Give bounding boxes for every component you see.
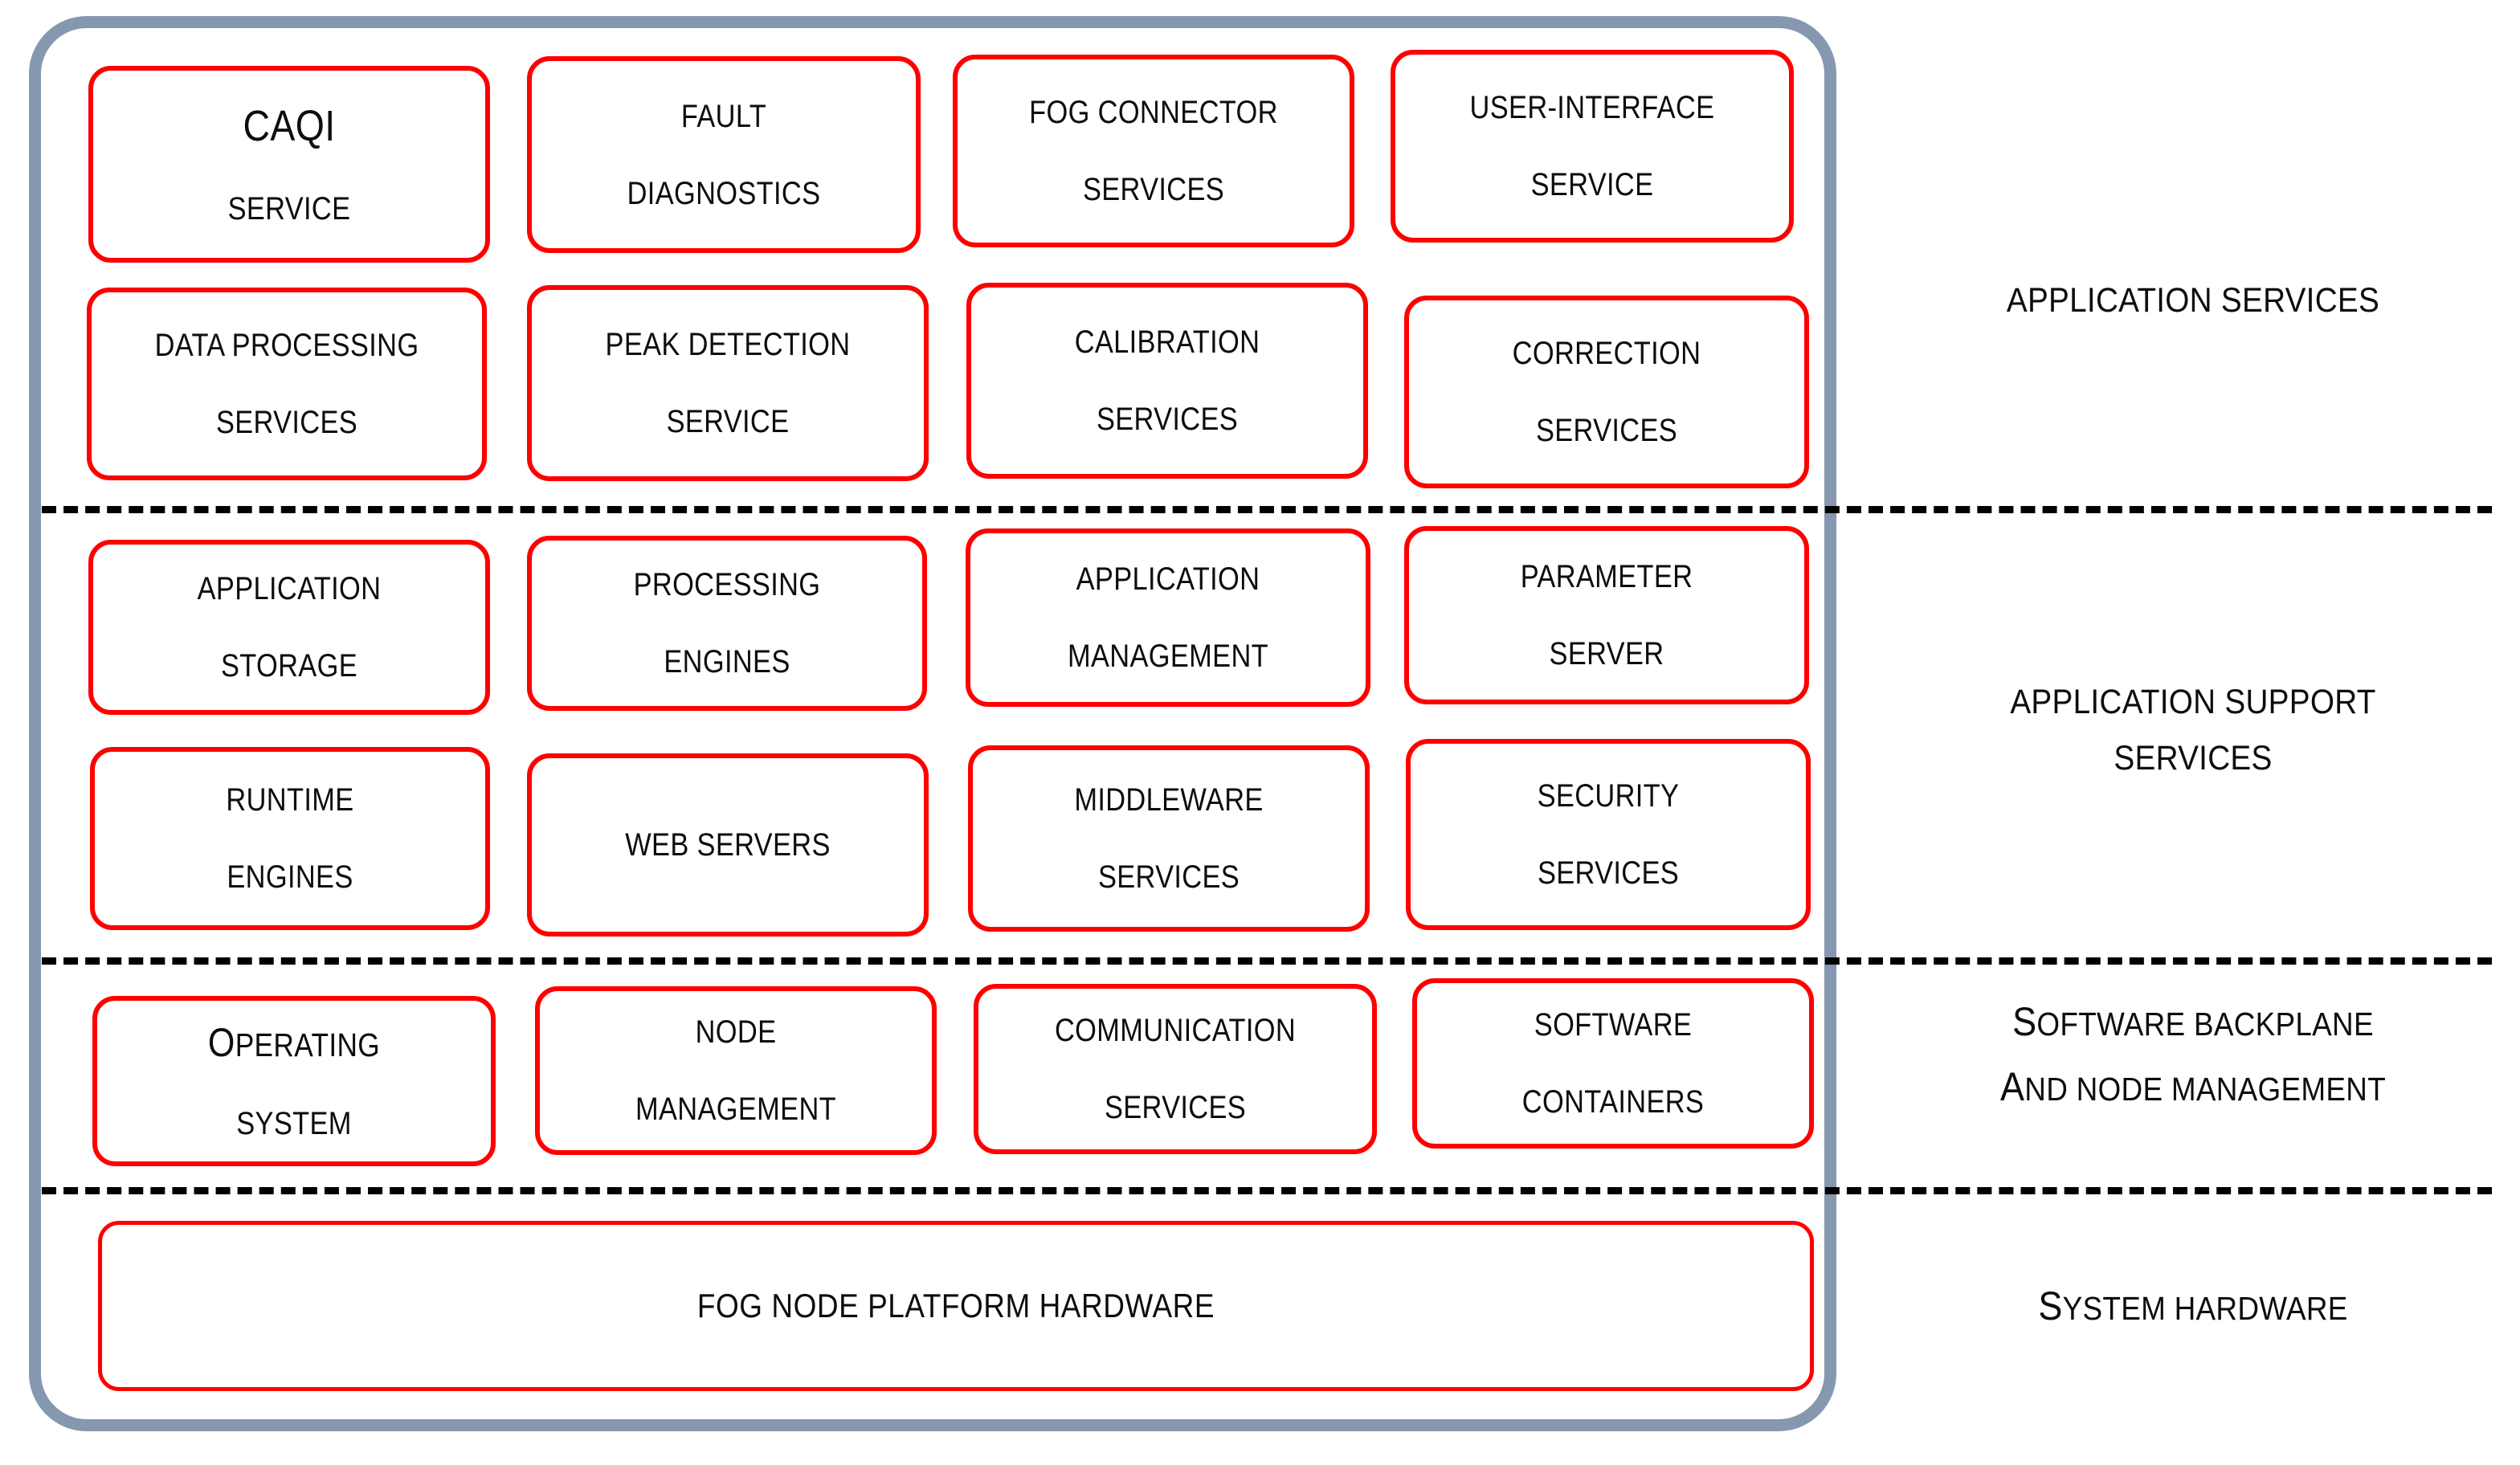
service-box-line-1: CAQI <box>243 101 336 150</box>
band-caption-application-support-services: APPLICATION SUPPORT SERVICES <box>1912 675 2474 786</box>
service-box-line-2: SERVICES <box>1082 172 1225 207</box>
service-box-line-2: STORAGE <box>220 648 357 684</box>
service-box-application-management[interactable]: APPLICATION MANAGEMENT <box>966 528 1370 707</box>
service-box-fault-diagnostics[interactable]: FAULT DIAGNOSTICS <box>527 56 921 253</box>
service-box-line-2: SERVICE <box>666 404 790 439</box>
service-box-line-2: CONTAINERS <box>1521 1084 1705 1120</box>
service-box-caqi-service[interactable]: CAQI SERVICE <box>88 66 490 263</box>
band-separator-1 <box>42 506 2492 513</box>
service-box-line-1: OPERATING <box>125 1022 463 1063</box>
service-box-parameter-server[interactable]: PARAMETER SERVER <box>1404 526 1809 704</box>
service-box-peak-detection-service[interactable]: PEAK DETECTION SERVICE <box>527 285 929 481</box>
service-box-operating-system[interactable]: OPERATING SYSTEM <box>92 996 496 1166</box>
service-box-runtime-engines[interactable]: RUNTIME ENGINES <box>90 747 490 930</box>
service-box-line-1: APPLICATION <box>197 571 382 606</box>
operating-system-initial: O <box>207 1020 235 1065</box>
caption-rest: ND NODE MANAGEMENT <box>2024 1071 2387 1108</box>
band-caption-line-1: SOFTWARE BACKPLANE <box>1940 990 2446 1055</box>
hardware-box-label: FOG NODE PLATFORM HARDWARE <box>696 1287 1215 1324</box>
service-box-line-1: USER-INTERFACE <box>1469 90 1715 125</box>
service-box-data-processing-services[interactable]: DATA PROCESSING SERVICES <box>87 288 487 480</box>
service-box-user-interface-service[interactable]: USER-INTERFACE SERVICE <box>1391 50 1794 243</box>
band-separator-3 <box>42 1187 2492 1194</box>
service-box-node-management[interactable]: NODE MANAGEMENT <box>535 986 937 1155</box>
service-box-line-1: NODE <box>695 1014 777 1050</box>
service-box-line-1: CALIBRATION <box>1074 324 1260 360</box>
service-box-line-2: MANAGEMENT <box>635 1092 836 1127</box>
service-box-line-2: SYSTEM <box>236 1106 352 1141</box>
service-box-line-1: RUNTIME <box>226 782 354 818</box>
service-box-line-1: DATA PROCESSING <box>154 328 419 363</box>
service-box-line-2: MANAGEMENT <box>1068 639 1268 674</box>
service-box-line-2: SERVICE <box>1530 167 1654 202</box>
service-box-line-2: ENGINES <box>664 644 790 679</box>
service-box-processing-engines[interactable]: PROCESSING ENGINES <box>527 536 927 711</box>
service-box-calibration-services[interactable]: CALIBRATION SERVICES <box>966 283 1368 479</box>
service-box-line-2: SERVICES <box>1097 859 1240 895</box>
service-box-middleware-services[interactable]: MIDDLEWARE SERVICES <box>968 745 1370 932</box>
service-box-line-2: SERVICE <box>227 190 351 226</box>
service-box-software-containers[interactable]: SOFTWARE CONTAINERS <box>1412 978 1814 1149</box>
service-box-line-1: CORRECTION <box>1512 336 1701 371</box>
service-box-application-storage[interactable]: APPLICATION STORAGE <box>88 540 490 715</box>
band-caption-line-1: APPLICATION SERVICES <box>2006 281 2380 320</box>
service-box-line-1: FOG CONNECTOR <box>1029 95 1278 130</box>
service-box-line-2: DIAGNOSTICS <box>627 175 821 211</box>
service-box-line-1: SECURITY <box>1537 778 1680 814</box>
band-caption-software-backplane-and-node-management: SOFTWARE BACKPLANE AND NODE MANAGEMENT <box>1912 990 2474 1120</box>
band-caption-line-1: SYSTEM HARDWARE <box>1940 1274 2446 1339</box>
service-box-line-2: SERVICES <box>215 405 358 440</box>
service-box-line-2: SERVICES <box>1096 402 1239 437</box>
service-box-security-services[interactable]: SECURITY SERVICES <box>1406 739 1811 930</box>
service-box-line-1: MIDDLEWARE <box>1074 782 1264 818</box>
band-caption-line-2: AND NODE MANAGEMENT <box>1940 1055 2446 1120</box>
caption-initial: S <box>2038 1283 2063 1328</box>
band-caption-system-hardware: SYSTEM HARDWARE <box>1912 1274 2474 1339</box>
service-box-line-1: PROCESSING <box>633 567 821 602</box>
service-box-line-1: APPLICATION <box>1076 561 1260 597</box>
hardware-box-fog-node-platform-hardware[interactable]: FOG NODE PLATFORM HARDWARE <box>98 1221 1814 1391</box>
band-caption-line-1: APPLICATION SUPPORT <box>2010 683 2376 721</box>
service-box-line-2: SERVER <box>1549 636 1664 671</box>
service-box-line-1: WEB SERVERS <box>625 827 831 863</box>
service-box-line-1: FAULT <box>680 98 767 134</box>
caption-rest: OFTWARE BACKPLANE <box>2036 1006 2374 1043</box>
fog-node-outer-frame <box>29 16 1836 1431</box>
service-box-correction-services[interactable]: CORRECTION SERVICES <box>1404 296 1809 488</box>
service-box-fog-connector-services[interactable]: FOG CONNECTOR SERVICES <box>953 55 1354 247</box>
service-box-line-2: SERVICES <box>1104 1090 1247 1125</box>
service-box-web-servers[interactable]: WEB SERVERS <box>527 753 929 937</box>
service-box-communication-services[interactable]: COMMUNICATION SERVICES <box>974 984 1377 1154</box>
service-box-line-2: SERVICES <box>1537 855 1680 891</box>
service-box-line-1: SOFTWARE <box>1534 1007 1693 1043</box>
band-caption-application-services: APPLICATION SERVICES <box>1912 273 2474 329</box>
service-box-line-1: PARAMETER <box>1520 559 1693 594</box>
service-box-line-1: PEAK DETECTION <box>605 327 851 362</box>
caption-initial: A <box>1999 1064 2025 1109</box>
caption-rest: YSTEM HARDWARE <box>2062 1290 2348 1327</box>
band-caption-line-2: SERVICES <box>2114 738 2273 777</box>
service-box-line-2: SERVICES <box>1535 413 1678 448</box>
band-separator-2 <box>42 957 2492 965</box>
operating-system-rest: PERATING <box>235 1026 381 1063</box>
caption-initial: S <box>2012 999 2037 1044</box>
service-box-line-1: COMMUNICATION <box>1054 1013 1297 1048</box>
service-box-line-2: ENGINES <box>227 859 353 895</box>
